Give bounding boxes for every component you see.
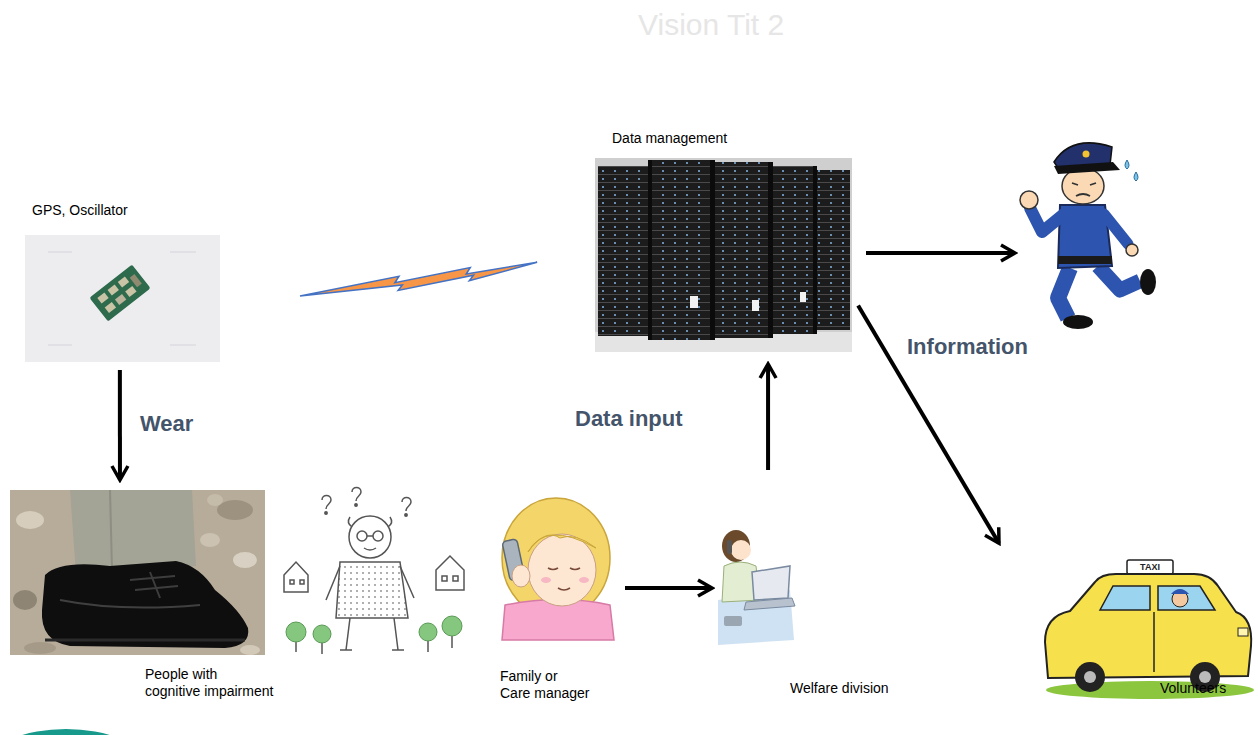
node-caption: Family or Care manager bbox=[500, 668, 591, 702]
node-caption: Data management bbox=[612, 130, 727, 147]
logo-fragment bbox=[0, 729, 142, 735]
volunteer-node: Volunteers bbox=[1000, 545, 1252, 715]
taxi-car-figure bbox=[1045, 560, 1254, 699]
family-node: Family or Care manager bbox=[478, 488, 622, 720]
diagram-title: Vision Tit 2 bbox=[638, 7, 784, 43]
connector-label: Wear bbox=[138, 410, 195, 438]
information-arrow bbox=[858, 305, 999, 543]
office-node: Welfare division bbox=[715, 495, 910, 710]
connector-label: Data input bbox=[573, 405, 685, 433]
tree-symbols bbox=[286, 616, 462, 643]
node-caption: People with cognitive impairment bbox=[145, 666, 275, 700]
connector-label: Information bbox=[905, 333, 1030, 361]
person-node: People with cognitive impairment bbox=[10, 488, 470, 715]
data-input-arrow bbox=[766, 364, 770, 470]
alert-arrow bbox=[866, 251, 1015, 255]
gps-chip-photo bbox=[25, 235, 220, 362]
server-rack-photo bbox=[595, 158, 852, 352]
elderly-man-sketch bbox=[284, 488, 464, 655]
device-node: GPS, Oscillator bbox=[25, 200, 300, 362]
shoe-photo bbox=[10, 490, 265, 655]
taxi-sign-text: TAXI bbox=[1127, 561, 1173, 573]
node-caption: Volunteers bbox=[1160, 680, 1226, 697]
report-arrow bbox=[625, 586, 712, 590]
family-member-figure bbox=[502, 498, 614, 640]
server-node: Data management bbox=[540, 128, 852, 352]
node-caption: Welfare division bbox=[790, 680, 889, 697]
police-officer-figure bbox=[1020, 143, 1156, 329]
wireless-bolt bbox=[300, 262, 537, 296]
node-caption: GPS, Oscillator bbox=[32, 202, 128, 219]
office-worker-figure bbox=[718, 530, 795, 645]
wear-arrow bbox=[118, 370, 122, 480]
